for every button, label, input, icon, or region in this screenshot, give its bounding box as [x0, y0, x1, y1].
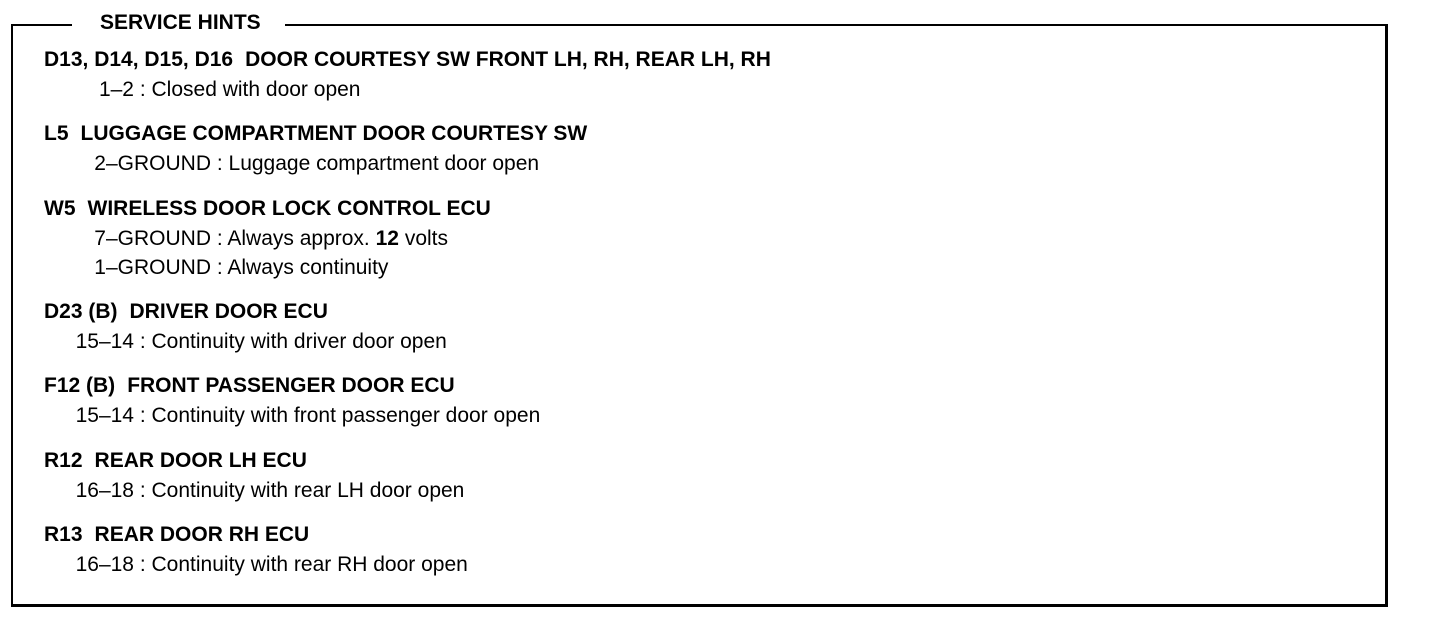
section-heading: D23 (B) DRIVER DOOR ECU [44, 297, 447, 327]
condition-unit: volts [404, 227, 448, 250]
section-heading: D13, D14, D15, D16 DOOR COURTESY SW FRONT… [44, 45, 771, 75]
service-hints-panel [11, 24, 1388, 607]
pin-pair: 1–2 [98, 78, 134, 101]
hint-row: 15–14 : Continuity with front passenger … [44, 401, 541, 430]
condition-text: Luggage compartment door open [228, 152, 540, 175]
section-door-courtesy-sw: D13, D14, D15, D16 DOOR COURTESY SW FRONT… [44, 45, 771, 104]
connector-code: D13, D14, D15, D16 [44, 48, 234, 71]
section-rear-door-rh-ecu: R13 REAR DOOR RH ECU 16–18 : Continuity w… [44, 520, 468, 579]
condition-text: Always continuity [227, 256, 389, 279]
section-heading: R12 REAR DOOR LH ECU [44, 446, 464, 476]
component-name: FRONT PASSENGER DOOR ECU [127, 374, 455, 397]
hint-row: 1–2 : Closed with door open [44, 75, 771, 104]
condition-text: Continuity with rear RH door open [151, 553, 468, 576]
condition-text: Continuity with front passenger door ope… [151, 404, 541, 427]
section-heading: W5 WIRELESS DOOR LOCK CONTROL ECU [44, 194, 491, 224]
panel-title: SERVICE HINTS [72, 11, 285, 35]
section-driver-door-ecu: D23 (B) DRIVER DOOR ECU 15–14 : Continuit… [44, 297, 447, 356]
connector-code: F12 (B) [44, 374, 116, 397]
section-front-passenger-door-ecu: F12 (B) FRONT PASSENGER DOOR ECU 15–14 : … [44, 371, 540, 430]
connector-code: R13 [44, 523, 83, 546]
pin-pair: 15–14 [75, 404, 134, 427]
connector-code: W5 [44, 197, 76, 220]
hint-row: 16–18 : Continuity with rear LH door ope… [44, 476, 465, 505]
pin-pair: 1–GROUND [94, 256, 211, 279]
component-name: DOOR COURTESY SW FRONT LH, RH, REAR LH, … [245, 48, 771, 71]
component-name: REAR DOOR LH ECU [94, 449, 307, 472]
pin-pair: 16–18 [75, 553, 134, 576]
voltage-value: 12 [375, 227, 399, 250]
pin-pair: 7–GROUND [94, 227, 211, 250]
component-name: WIRELESS DOOR LOCK CONTROL ECU [87, 197, 491, 220]
hint-row: 2–GROUND : Luggage compartment door open [44, 149, 587, 178]
pin-pair: 16–18 [75, 479, 134, 502]
condition-text: Continuity with rear LH door open [151, 479, 465, 502]
section-rear-door-lh-ecu: R12 REAR DOOR LH ECU 16–18 : Continuity w… [44, 446, 464, 505]
pin-pair: 15–14 [75, 330, 134, 353]
pin-pair: 2–GROUND [94, 152, 211, 175]
hint-row: 16–18 : Continuity with rear RH door ope… [44, 550, 468, 579]
hint-row: 1–GROUND : Always continuity [44, 253, 491, 282]
hint-row: 15–14 : Continuity with driver door open [44, 327, 447, 356]
hint-row: 7–GROUND : Always approx. 12 volts [44, 224, 491, 253]
condition-text: Continuity with driver door open [151, 330, 447, 353]
section-luggage-courtesy-sw: L5 LUGGAGE COMPARTMENT DOOR COURTESY SW 2… [44, 119, 587, 178]
section-heading: F12 (B) FRONT PASSENGER DOOR ECU [44, 371, 540, 401]
component-name: LUGGAGE COMPARTMENT DOOR COURTESY SW [80, 122, 588, 145]
section-heading: L5 LUGGAGE COMPARTMENT DOOR COURTESY SW [44, 119, 587, 149]
component-name: REAR DOOR RH ECU [94, 523, 310, 546]
component-name: DRIVER DOOR ECU [129, 300, 328, 323]
connector-code: D23 (B) [44, 300, 118, 323]
condition-text: Always approx. [227, 227, 370, 250]
section-wireless-door-lock-ecu: W5 WIRELESS DOOR LOCK CONTROL ECU 7–GROUN… [44, 194, 491, 282]
connector-code: R12 [44, 449, 83, 472]
condition-text: Closed with door open [151, 78, 361, 101]
section-heading: R13 REAR DOOR RH ECU [44, 520, 468, 550]
connector-code: L5 [44, 122, 69, 145]
